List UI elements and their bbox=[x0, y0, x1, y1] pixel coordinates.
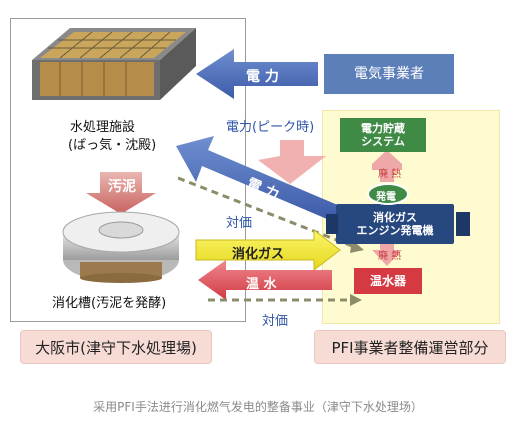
power-storage-line2: システム bbox=[361, 135, 405, 148]
digestion-gas-label: 消化ガス bbox=[232, 247, 285, 262]
water-treatment-illustration bbox=[32, 28, 196, 100]
hot-water-arrow bbox=[198, 260, 332, 300]
power-from-utility-arrow bbox=[196, 49, 318, 99]
water-heater-box: 温水器 bbox=[354, 268, 422, 294]
pfi-operator-tag: PFI事業者整備運営部分 bbox=[314, 330, 506, 364]
digester-label: 消化槽(汚泥を発酵) bbox=[52, 296, 167, 311]
engine-line2: エンジン発電機 bbox=[356, 224, 434, 237]
sludge-arrow bbox=[86, 172, 156, 214]
engine-line1: 消化ガス bbox=[373, 211, 417, 224]
digester-illustration bbox=[62, 211, 180, 283]
water-treatment-title: 水処理施設 bbox=[70, 120, 136, 135]
payment-top-label: 対価 bbox=[226, 216, 253, 231]
waste-heat-top-arrow bbox=[372, 150, 402, 182]
payment-bottom-arrow bbox=[208, 294, 362, 306]
water-treatment-subtitle: (ばっ気・沈殿) bbox=[68, 138, 157, 153]
engine-generator-illustration bbox=[326, 204, 470, 244]
power-from-utility-label: 電 力 bbox=[246, 69, 279, 85]
generation-badge bbox=[367, 183, 409, 205]
digestion-gas-arrow bbox=[195, 228, 341, 272]
utility-company-box: 電気事業者 bbox=[324, 54, 454, 94]
generation-label: 発電 bbox=[376, 192, 396, 203]
waste-heat-bottom-label: 廃 熱 bbox=[378, 251, 402, 262]
power-sale-arrow bbox=[176, 136, 340, 222]
engine-generator-box: 消化ガスエンジン発電機 bbox=[336, 205, 454, 243]
peak-power-arrow bbox=[258, 140, 326, 184]
figure-caption: 采用PFI手法进行消化燃气发电的整备事业（津守下水处理场） bbox=[93, 400, 423, 414]
power-storage-line1: 電力貯蔵 bbox=[361, 122, 405, 135]
osaka-city-tag: 大阪市(津守下水処理場) bbox=[20, 330, 212, 364]
peak-power-label: 電力(ピーク時) bbox=[226, 120, 315, 135]
waste-heat-bottom-arrow bbox=[372, 242, 402, 266]
sludge-label: 汚泥 bbox=[108, 179, 136, 195]
power-storage-box: 電力貯蔵システム bbox=[340, 118, 426, 152]
waste-heat-top-label: 廃 熱 bbox=[378, 169, 402, 180]
hot-water-label: 温 水 bbox=[246, 277, 277, 292]
payment-bottom-label: 対価 bbox=[262, 314, 289, 329]
